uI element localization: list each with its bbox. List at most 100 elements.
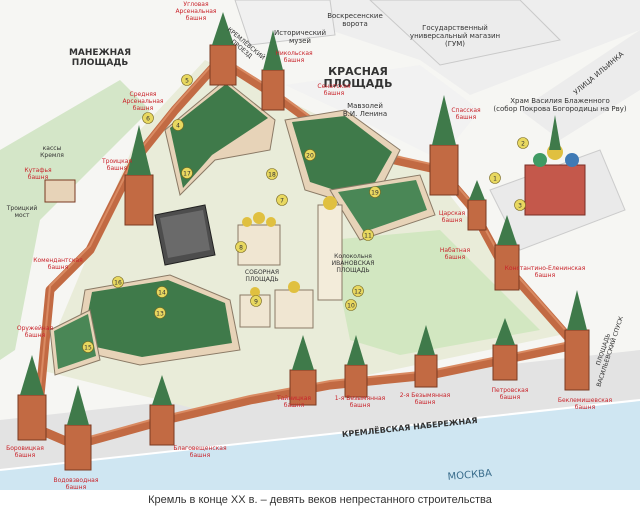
label-line: Кремля [40, 152, 64, 159]
marker-circle [304, 149, 316, 161]
river-moskva [0, 400, 640, 490]
marker-number: 8 [239, 245, 243, 252]
label-line: башня [133, 105, 154, 112]
label-line: Колокольня [334, 253, 372, 260]
marker-circle [514, 199, 526, 211]
label-line: башня [284, 57, 305, 64]
label-line: Троицкая [101, 158, 132, 165]
marker-number: 5 [185, 78, 189, 85]
label-river: МОСКВА [447, 468, 492, 483]
label-line: Сенатская [317, 83, 351, 90]
label-line: мост [15, 212, 30, 219]
map-caption: Кремль в конце XX в. – девять веков непр… [148, 494, 492, 506]
tower-kutafya [44, 179, 76, 203]
label-line: Угловая [183, 1, 209, 8]
label-line: Арсенальная [175, 8, 216, 15]
label-line: Водовзводная [54, 477, 99, 484]
marker-circle [112, 276, 124, 288]
marker-number: 9 [254, 299, 258, 306]
marker-circle [345, 299, 357, 311]
tower-spasskaya [429, 95, 459, 196]
tower-borovitskaya [17, 355, 47, 441]
dome [250, 287, 260, 297]
st-basil-dome [565, 153, 579, 167]
label-line: Мавзолей [347, 102, 383, 110]
embankment-edge [0, 399, 640, 471]
label-line: Беклемишевская [558, 397, 613, 404]
label-line: кассы [43, 145, 62, 152]
label-line: Царская [439, 210, 466, 217]
label-line: башня [500, 394, 521, 401]
marker-circle [235, 241, 247, 253]
label-line: Боровицкая [6, 445, 44, 452]
marker-circle [266, 168, 278, 180]
label-line: 2-я Безымянная [400, 392, 451, 399]
label-line: башня [284, 402, 305, 409]
marker-circle [82, 341, 94, 353]
tower-troitskaya [124, 125, 154, 226]
marker-number: 10 [347, 303, 355, 310]
marker-number: 16 [114, 280, 122, 287]
label-line: ПЛОЩАДЬ [245, 276, 278, 283]
label-line: Никольская [275, 50, 313, 57]
st-basil-spire [549, 115, 561, 150]
label-line: ворота [342, 20, 368, 28]
marker-circle [181, 74, 193, 86]
presidium-roof [338, 180, 427, 232]
label-line: МАНЕЖНАЯ [69, 48, 131, 58]
marker-circle [276, 194, 288, 206]
dome [288, 281, 300, 293]
label-line: башня [107, 165, 128, 172]
marker-number: 4 [176, 123, 180, 130]
label-line: Воскресенские [327, 12, 383, 20]
tower-nabatnaya [467, 180, 487, 231]
tower-vodovzvodnaya [64, 385, 92, 471]
marker-circle [250, 295, 262, 307]
label-line: КРАСНАЯ [328, 65, 388, 78]
marker-number: 1 [493, 176, 497, 183]
label-line: Кутафья [24, 167, 52, 174]
marker-number: 17 [183, 171, 191, 178]
label-line: Благовещенская [173, 445, 227, 452]
label-line: Константино-Еленинская [505, 265, 586, 272]
label-line: (собор Покрова Богородицы на Рву) [493, 105, 627, 113]
marker-number: 7 [280, 198, 284, 205]
label-line: Арсенальная [122, 98, 163, 105]
label-line: музей [289, 37, 311, 45]
label-line: 1-я Безымянная [335, 395, 386, 402]
marker-number: 2 [521, 141, 525, 148]
marker-number: 19 [371, 190, 379, 197]
grand-palace-roof [82, 280, 232, 357]
marker-number: 11 [364, 233, 372, 240]
street-ilyinka [520, 30, 640, 140]
label-line: башня [535, 272, 556, 279]
marker-number: 18 [268, 172, 276, 179]
label-line: башня [456, 114, 477, 121]
label-line: Комендантская [33, 257, 83, 264]
marker-circle [489, 172, 501, 184]
armory-roof [54, 314, 96, 369]
ivan-bell-tower [317, 204, 343, 301]
label-line: башня [66, 484, 87, 490]
tower-konstantino-eleninskaya [494, 215, 520, 291]
marker-circle [517, 137, 529, 149]
label-line: ПЛОЩАДЬ [336, 267, 369, 274]
arsenal-roof [170, 84, 268, 188]
ivan-bell-dome [323, 196, 337, 210]
